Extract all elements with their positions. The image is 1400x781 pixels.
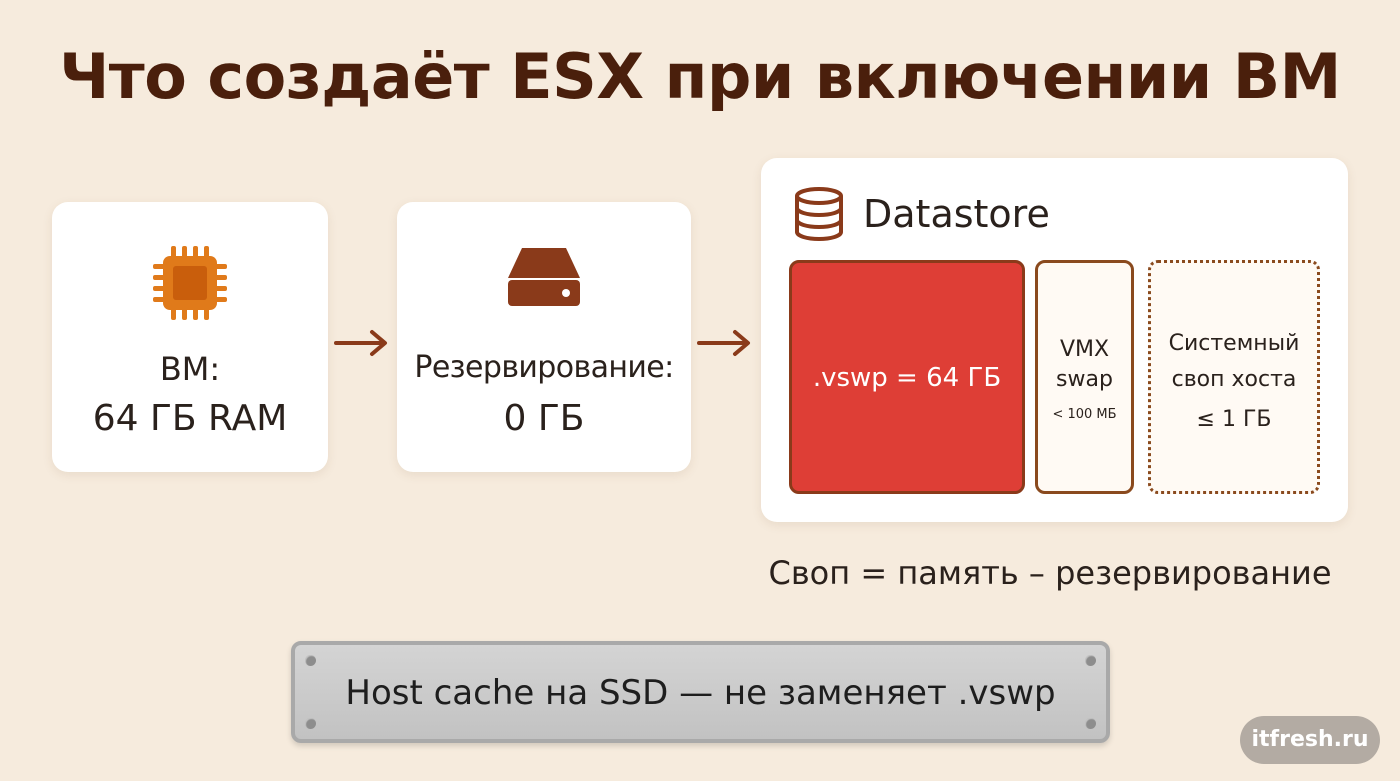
datastore-card: Datastore .vswp = 64 ГБ VMX swap < 100 М… <box>761 158 1348 522</box>
reservation-value: 0 ГБ <box>503 398 585 439</box>
bolt-icon <box>1085 655 1096 666</box>
reservation-card: Резервирование: 0 ГБ <box>397 202 691 472</box>
database-icon <box>791 186 847 246</box>
datastore-title: Datastore <box>863 192 1050 236</box>
vmx-swap-label: swap <box>1056 367 1113 392</box>
vm-label: ВМ: <box>159 350 221 388</box>
swap-formula: Своп = память – резервирование <box>768 554 1332 592</box>
host-cache-note-plate: Host cache на SSD — не заменяет .vswp <box>291 641 1110 743</box>
arrow-right-icon <box>334 328 390 362</box>
vswp-file-block: .vswp = 64 ГБ <box>789 260 1025 494</box>
arrow-right-icon <box>697 328 753 362</box>
bolt-icon <box>305 655 316 666</box>
host-cache-note: Host cache на SSD — не заменяет .vswp <box>345 673 1056 713</box>
page-title: Что создаёт ESX при включении ВМ <box>59 40 1341 113</box>
system-swap-label-2: своп хоста <box>1171 367 1297 392</box>
reservation-label: Резервирование: <box>414 350 674 385</box>
system-swap-size: ≤ 1 ГБ <box>1196 407 1272 432</box>
hard-drive-icon <box>504 240 584 314</box>
watermark-badge: itfresh.ru <box>1240 716 1380 764</box>
vmx-swap-block: VMX swap < 100 МБ <box>1035 260 1134 494</box>
bolt-icon <box>1085 718 1096 729</box>
vm-card: ВМ: 64 ГБ RAM <box>52 202 328 472</box>
host-system-swap-block: Системный своп хоста ≤ 1 ГБ <box>1148 260 1320 494</box>
vmx-size: < 100 МБ <box>1052 407 1117 422</box>
bolt-icon <box>305 718 316 729</box>
vm-ram-value: 64 ГБ RAM <box>92 398 288 439</box>
cpu-chip-icon <box>147 240 233 330</box>
vmx-label: VMX <box>1059 337 1110 362</box>
system-swap-label: Системный <box>1168 331 1300 356</box>
vswp-label: .vswp = 64 ГБ <box>812 363 1002 393</box>
